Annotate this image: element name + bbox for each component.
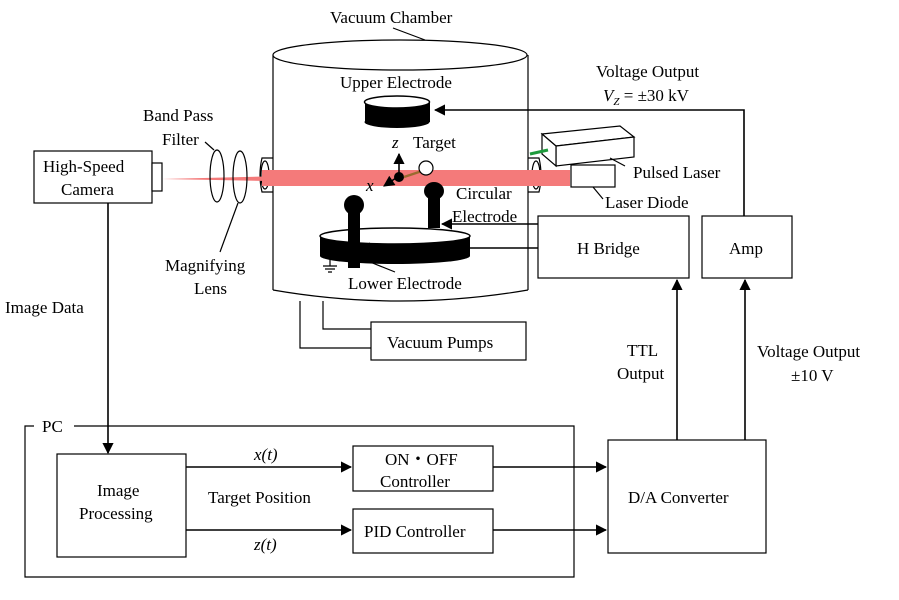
high-speed-camera [33,150,153,204]
target-label: Target [413,133,456,152]
on-off-controller-label-2: Controller [380,472,450,491]
camera-lens [151,162,163,192]
laser-diode-label: Laser Diode [605,193,689,212]
h-bridge-label: H Bridge [577,239,640,258]
upper-electrode [363,95,431,128]
lower-electrode-label: Lower Electrode [348,274,462,293]
band-pass-filter-label-2: Filter [162,130,199,149]
image-data-label: Image Data [5,298,84,317]
target-axes [383,152,434,187]
voltage-output-top-label-2: VZ = ±30 kV [603,86,690,108]
laser-diode [570,164,616,188]
image-processing-label-1: Image [97,481,139,500]
laser-beam-core [262,170,570,186]
pid-controller [352,508,494,554]
voltage-output-right-label-2: ±10 V [791,366,834,385]
ttl-output-label-2: Output [617,364,665,383]
pulsed-laser-label: Pulsed Laser [633,163,721,182]
high-speed-camera-label-1: High-Speed [43,157,125,176]
amp-label: Amp [729,239,763,258]
vacuum-pumps-label: Vacuum Pumps [387,333,493,352]
pc-label: PC [42,417,63,436]
pc-frame [24,425,575,578]
vacuum-pumps [370,321,527,361]
axis-z-label: z [391,133,399,152]
vacuum-chamber-label: Vacuum Chamber [330,8,453,27]
pid-controller-label: PID Controller [364,522,466,541]
circular-electrode-label-1: Circular [456,184,512,203]
circular-electrode-label-2: Electrode [452,207,517,226]
vacuum-chamber [259,39,542,302]
voltage-output-right-label-1: Voltage Output [757,342,860,361]
da-converter [607,439,767,554]
on-off-controller-label-1: ON・OFF [385,450,458,469]
axis-x-label: x [365,176,374,195]
band-pass-filter-label-1: Band Pass [143,106,213,125]
amp [701,215,793,279]
magnifying-lens-label-2: Lens [194,279,227,298]
pulsed-laser [529,125,636,168]
da-converter-label: D/A Converter [628,488,729,507]
target-position-label: Target Position [208,488,311,507]
h-bridge [537,215,690,279]
band-pass-filter [209,149,225,203]
circular-electrode-post [424,182,444,228]
lower-electrode [319,195,471,273]
z-t-label: z(t) [253,535,277,554]
high-speed-camera-label-2: Camera [61,180,114,199]
upper-electrode-label: Upper Electrode [340,73,452,92]
image-processing [56,453,187,558]
ttl-output-label-1: TTL [627,341,658,360]
voltage-output-top-label-1: Voltage Output [596,62,699,81]
magnifying-lens-label-1: Magnifying [165,256,246,275]
on-off-controller [352,445,494,492]
image-processing-label-2: Processing [79,504,153,523]
x-t-label: x(t) [253,445,278,464]
magnifying-lens [232,150,248,204]
